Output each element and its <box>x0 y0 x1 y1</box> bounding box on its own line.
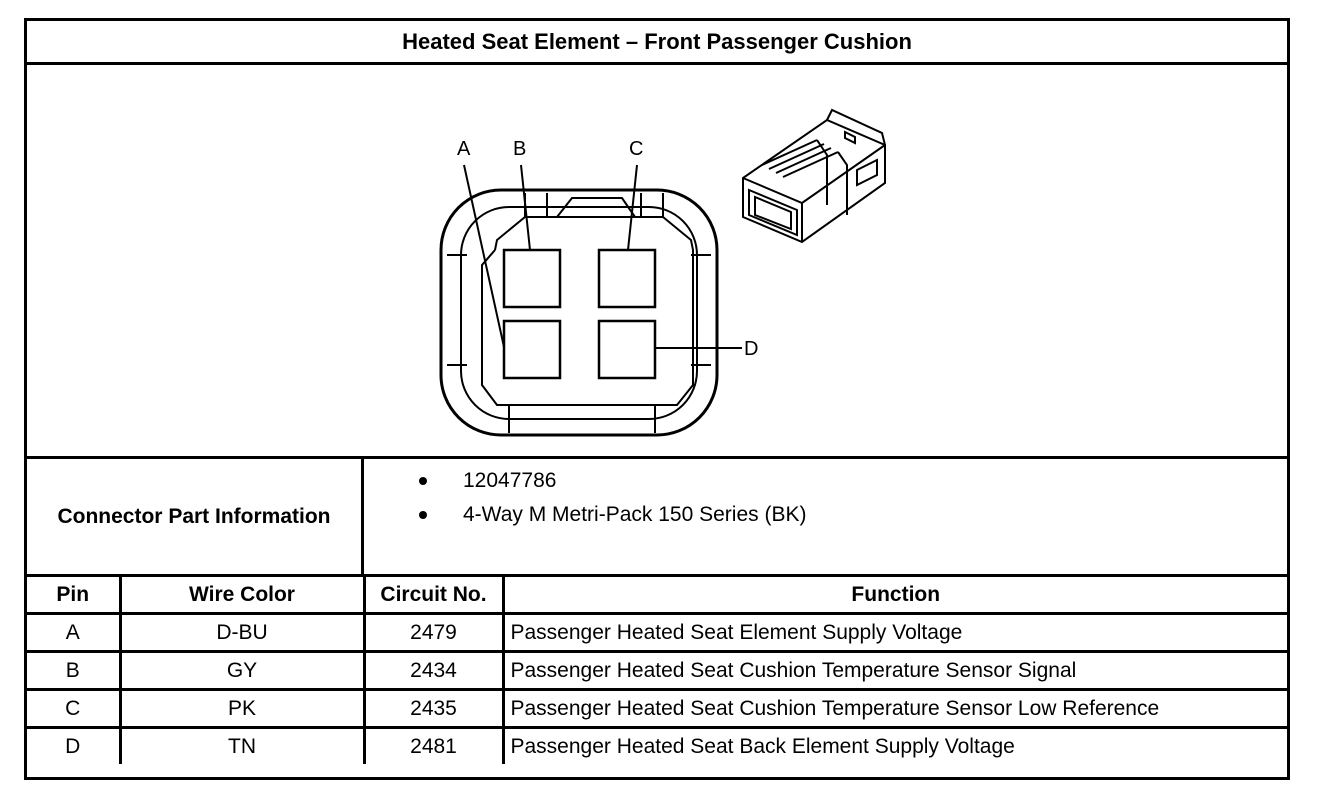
connector-info-item: 4-Way M Metri-Pack 150 Series (BK) <box>419 503 806 527</box>
connector-sheet: Heated Seat Element – Front Passenger Cu… <box>24 18 1290 780</box>
cell-pin: B <box>27 650 122 691</box>
header-pin: Pin <box>27 577 122 615</box>
pin-table: Pin Wire Color Circuit No. Function A D-… <box>27 577 1287 764</box>
cell-circuit: 2435 <box>362 688 505 729</box>
cell-wire-color: TN <box>118 726 366 764</box>
connector-housing-inner <box>460 206 698 420</box>
table-row: A D-BU 2479 Passenger Heated Seat Elemen… <box>27 612 1287 653</box>
cell-pin: D <box>27 726 122 764</box>
cell-pin: A <box>27 612 122 653</box>
connector-ledge <box>508 405 656 433</box>
connector-housing-outer <box>439 188 719 437</box>
header-function: Function <box>501 577 1287 615</box>
cell-function: Passenger Heated Seat Cushion Temperatur… <box>501 650 1287 691</box>
cell-circuit: 2479 <box>362 612 505 653</box>
bullet-icon <box>419 511 427 519</box>
connector-face-svg: A B C D <box>439 108 886 437</box>
pin-cavity-c <box>597 248 657 309</box>
cell-pin: C <box>27 688 122 729</box>
header-wire-color: Wire Color <box>118 577 366 615</box>
pin-label-b: B <box>513 138 526 160</box>
connector-info-label: Connector Part Information <box>27 459 364 574</box>
pin-label-c: C <box>629 138 643 160</box>
connector-diagram: A B C D <box>27 65 1287 459</box>
connector-ribs <box>447 254 711 366</box>
table-row: B GY 2434 Passenger Heated Seat Cushion … <box>27 650 1287 691</box>
cell-wire-color: PK <box>118 688 366 729</box>
pin-table-header: Pin Wire Color Circuit No. Function <box>27 577 1287 615</box>
cell-circuit: 2434 <box>362 650 505 691</box>
connector-part-info: Connector Part Information 12047786 4-Wa… <box>27 459 1287 577</box>
cell-function: Passenger Heated Seat Back Element Suppl… <box>501 726 1287 764</box>
part-number: 12047786 <box>463 469 557 492</box>
cell-function: Passenger Heated Seat Cushion Temperatur… <box>501 688 1287 729</box>
connector-info-list: 12047786 4-Way M Metri-Pack 150 Series (… <box>364 459 1287 574</box>
leader-a <box>463 164 505 348</box>
cell-function: Passenger Heated Seat Element Supply Vol… <box>501 612 1287 653</box>
pin-cavity-d <box>597 319 657 380</box>
connector-info-item: 12047786 <box>419 469 556 493</box>
cell-wire-color: D-BU <box>118 612 366 653</box>
pin-cavity-a <box>502 319 562 380</box>
connector-cavity <box>481 216 694 406</box>
pin-label-d: D <box>744 338 758 360</box>
cell-circuit: 2481 <box>362 726 505 764</box>
pin-cavity-b <box>502 248 562 309</box>
connector-latch <box>524 193 664 218</box>
table-row: D TN 2481 Passenger Heated Seat Back Ele… <box>27 726 1287 764</box>
table-row: C PK 2435 Passenger Heated Seat Cushion … <box>27 688 1287 729</box>
connector-3d-view <box>742 108 886 244</box>
connector-description: 4-Way M Metri-Pack 150 Series (BK) <box>463 503 807 526</box>
bullet-icon <box>419 477 427 485</box>
cell-wire-color: GY <box>118 650 366 691</box>
page-title: Heated Seat Element – Front Passenger Cu… <box>27 21 1287 65</box>
header-circuit-no: Circuit No. <box>362 577 505 615</box>
leader-c <box>627 164 638 251</box>
pin-label-a: A <box>457 138 471 160</box>
leader-b <box>520 164 531 251</box>
